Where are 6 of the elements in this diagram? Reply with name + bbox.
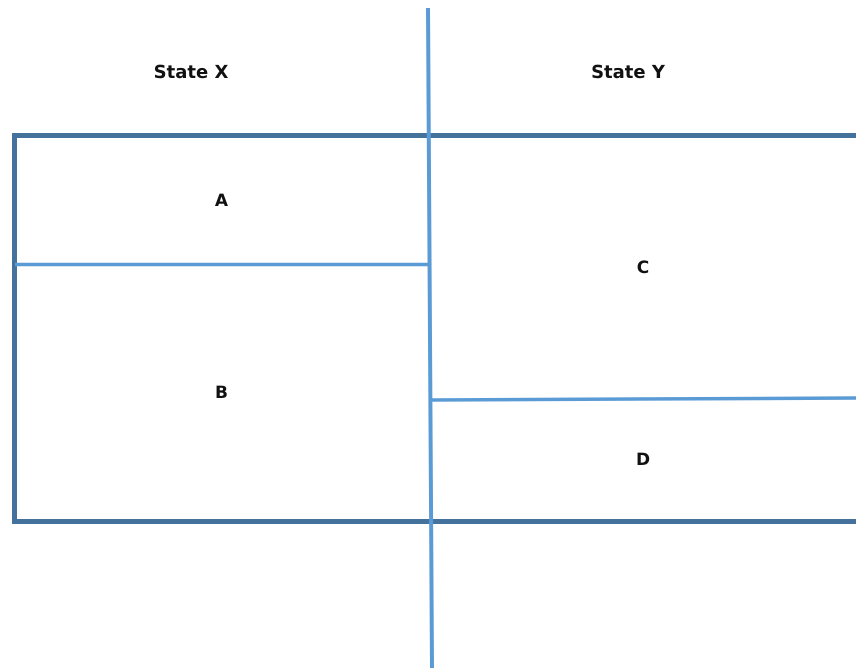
region-label: C (432, 138, 854, 398)
region-label: D (432, 401, 854, 519)
column-heading: State X (154, 62, 228, 83)
region-label: B (17, 267, 426, 519)
column-heading: State Y (591, 62, 665, 83)
region-label: A (17, 138, 426, 263)
